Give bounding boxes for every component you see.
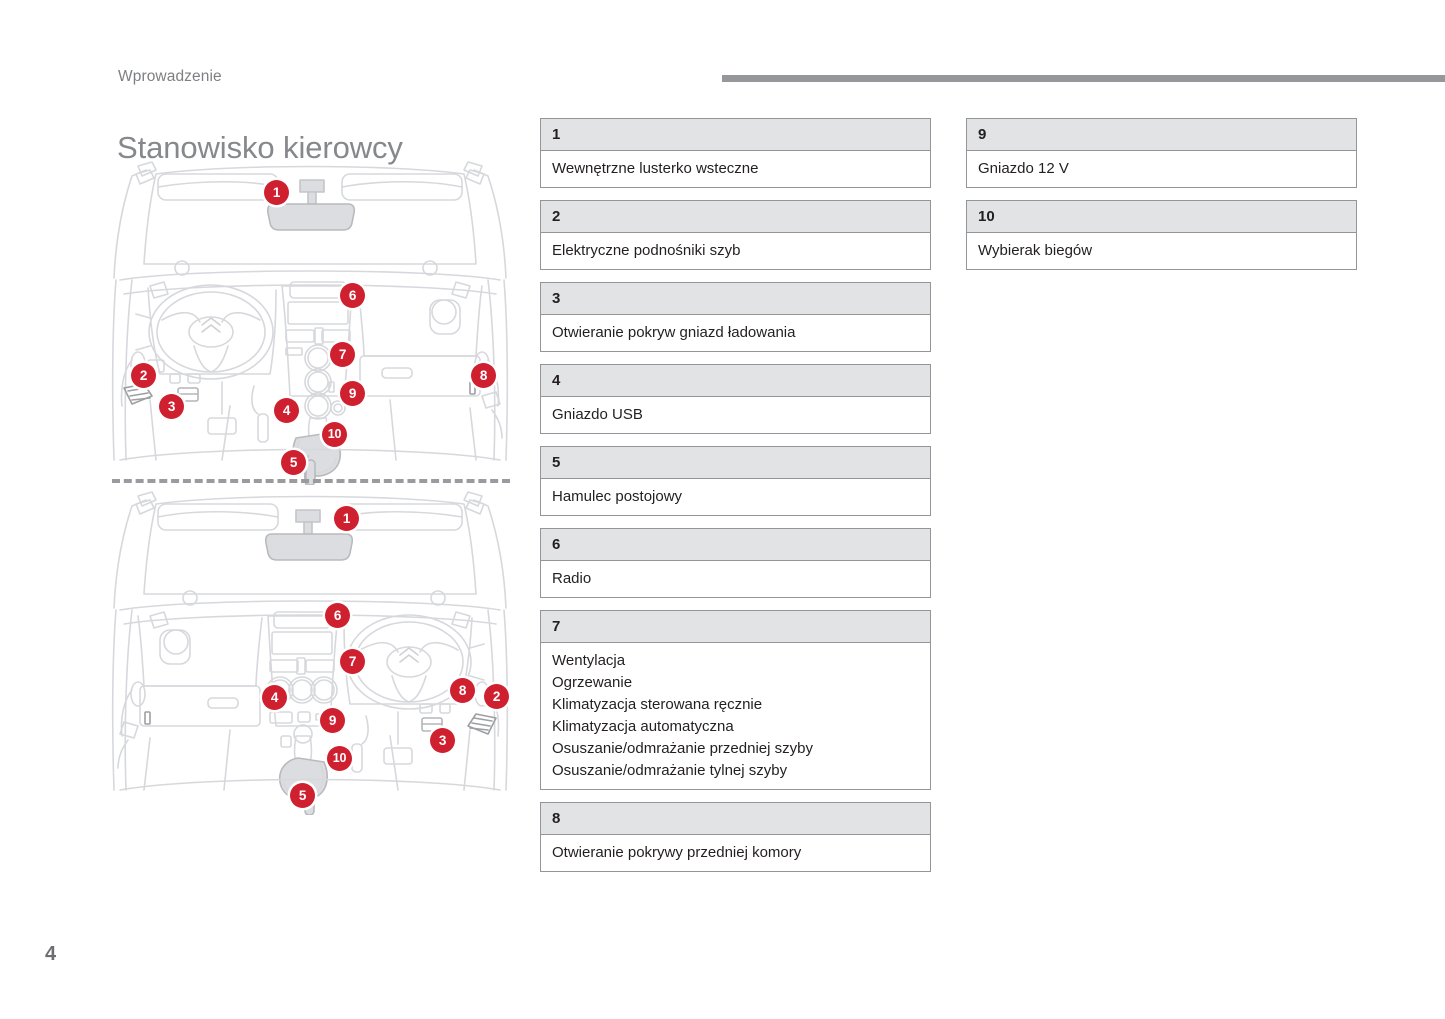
legend-description: Radio xyxy=(541,561,930,597)
callout-marker-5: 5 xyxy=(290,783,315,808)
legend-description: Otwieranie pokryw gniazd ładowania xyxy=(541,315,930,351)
page-number: 4 xyxy=(45,943,57,965)
running-head: Wprowadzenie xyxy=(118,68,222,85)
illustration-dashboard-lhd xyxy=(110,160,510,485)
legend-number: 4 xyxy=(541,365,930,397)
callout-marker-2: 2 xyxy=(131,363,156,388)
callout-marker-5: 5 xyxy=(281,450,306,475)
callout-marker-1: 1 xyxy=(334,506,359,531)
legend-description: Gniazdo USB xyxy=(541,397,930,433)
legend-description: Elektryczne podnośniki szyb xyxy=(541,233,930,269)
illustration-column xyxy=(110,160,510,820)
legend-description: Otwieranie pokrywy przedniej komory xyxy=(541,835,930,871)
legend-number: 8 xyxy=(541,803,930,835)
callout-marker-4: 4 xyxy=(274,398,299,423)
legend-number: 9 xyxy=(967,119,1356,151)
callout-marker-8: 8 xyxy=(450,678,475,703)
callout-marker-9: 9 xyxy=(320,708,345,733)
legend-description: Wentylacja Ogrzewanie Klimatyzacja stero… xyxy=(541,643,930,789)
legend-number: 6 xyxy=(541,529,930,561)
callout-marker-10: 10 xyxy=(327,746,352,771)
legend-number: 10 xyxy=(967,201,1356,233)
page-title: Stanowisko kierowcy xyxy=(117,129,403,165)
callout-marker-6: 6 xyxy=(325,603,350,628)
legend-description: Gniazdo 12 V xyxy=(967,151,1356,187)
illustration-dashboard-rhd xyxy=(110,490,510,815)
callout-marker-1: 1 xyxy=(264,180,289,205)
callout-marker-9: 9 xyxy=(340,381,365,406)
callout-marker-6: 6 xyxy=(340,283,365,308)
legend-number: 2 xyxy=(541,201,930,233)
callout-marker-4: 4 xyxy=(262,685,287,710)
legend-number: 5 xyxy=(541,447,930,479)
callout-marker-10: 10 xyxy=(322,422,347,447)
illustration-separator xyxy=(112,479,510,483)
callout-marker-2: 2 xyxy=(484,684,509,709)
legend-description: Hamulec postojowy xyxy=(541,479,930,515)
callout-marker-7: 7 xyxy=(330,342,355,367)
callout-marker-3: 3 xyxy=(430,728,455,753)
callout-marker-3: 3 xyxy=(159,394,184,419)
callout-marker-7: 7 xyxy=(340,649,365,674)
callout-marker-8: 8 xyxy=(471,363,496,388)
legend-number: 3 xyxy=(541,283,930,315)
legend-description: Wybierak biegów xyxy=(967,233,1356,269)
header-rule xyxy=(722,75,1445,82)
legend-number: 1 xyxy=(541,119,930,151)
legend-number: 7 xyxy=(541,611,930,643)
legend-description: Wewnętrzne lusterko wsteczne xyxy=(541,151,930,187)
